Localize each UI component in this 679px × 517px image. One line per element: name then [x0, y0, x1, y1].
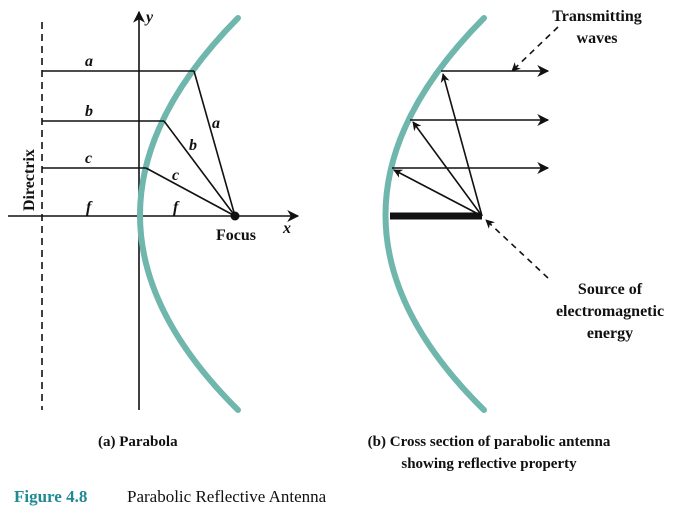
figure-title: Parabolic Reflective Antenna: [127, 487, 327, 506]
source-label-line1: Source of: [578, 281, 643, 298]
focus-label: Focus: [216, 227, 256, 244]
reflector-curve: [382, 15, 487, 413]
ray-incident-top: [440, 73, 483, 217]
right-panel-antenna: Transmitting waves Source of electromagn…: [368, 8, 664, 472]
caption-antenna-line1: (b) Cross section of parabolic antenna: [368, 434, 611, 450]
leader-transmitting: [511, 26, 559, 72]
caption-parabola: (a) Parabola: [98, 434, 178, 450]
label-a-horizontal: a: [85, 53, 93, 70]
ray-incident-middle: [412, 121, 483, 217]
label-f-right: f: [173, 199, 180, 216]
label-c-focal: c: [172, 167, 179, 184]
parabola-curve: [137, 15, 241, 413]
ray-incident-bottom: [393, 169, 483, 217]
x-axis-label: x: [282, 220, 291, 237]
figure-number: Figure 4.8: [14, 487, 87, 506]
directrix-label: Directrix: [21, 149, 38, 211]
label-c-horizontal: c: [85, 150, 92, 167]
figure-caption: Figure 4.8 Parabolic Reflective Antenna: [14, 487, 327, 506]
transmitting-label-line2: waves: [577, 30, 618, 47]
y-axis-label: y: [144, 9, 154, 26]
source-label-line2: electromagnetic: [556, 303, 664, 320]
segment-c-focal: [145, 167, 236, 217]
segment-a-focal: [193, 70, 236, 217]
transmitting-label-line1: Transmitting: [552, 8, 641, 25]
leader-source: [485, 219, 549, 279]
caption-antenna-line2: showing reflective property: [401, 456, 577, 472]
segment-b-focal: [163, 120, 236, 217]
focus-point: [230, 211, 240, 221]
source-label-line3: energy: [587, 325, 633, 342]
label-b-horizontal: b: [85, 103, 93, 120]
label-b-focal: b: [189, 137, 197, 154]
left-panel-parabola: y x Directrix Focus a b c f a b c f (a) …: [8, 9, 300, 450]
label-a-focal: a: [212, 115, 220, 132]
label-f-left: f: [86, 199, 93, 216]
